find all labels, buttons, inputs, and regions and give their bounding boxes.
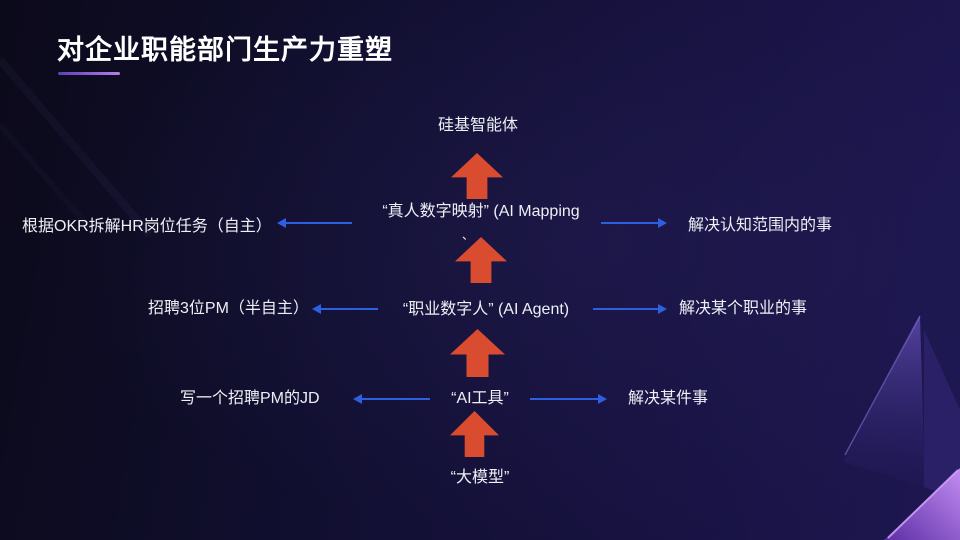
left-arrow-icon bbox=[353, 394, 430, 404]
arrowhead bbox=[312, 304, 321, 314]
arrow-line bbox=[360, 398, 430, 400]
row-1-right-label: 解决认知范围内的事 bbox=[688, 217, 833, 234]
row-1-left-label: 根据OKR拆解HR岗位任务（自主） bbox=[22, 218, 272, 235]
up-arrow-icon bbox=[450, 329, 505, 377]
arrowhead bbox=[598, 394, 607, 404]
arrowhead bbox=[658, 218, 667, 228]
row-2-left-label: 招聘3位PM（半自主） bbox=[148, 300, 309, 317]
up-arrow-icon bbox=[455, 237, 507, 283]
row-2-center-label: “职业数字人” (AI Agent) bbox=[402, 301, 570, 318]
row-3-center-label: “AI工具” bbox=[451, 390, 509, 407]
arrow-line bbox=[593, 308, 660, 310]
row-3-right-label: 解决某件事 bbox=[628, 390, 709, 407]
arrow-line bbox=[601, 222, 660, 224]
diagram-top-label: 硅基智能体 bbox=[437, 117, 519, 134]
arrowhead bbox=[658, 304, 667, 314]
stray-mark: 、 bbox=[462, 228, 475, 242]
decor-fold bbox=[924, 330, 960, 500]
up-arrow-icon bbox=[450, 411, 499, 457]
left-arrow-icon bbox=[277, 218, 352, 228]
decor-triangle-pink-edge bbox=[887, 469, 959, 539]
page-title: 对企业职能部门生产力重塑 bbox=[57, 35, 393, 65]
decor-triangle-edge bbox=[844, 315, 921, 456]
diagram-bottom-label: “大模型” bbox=[450, 469, 510, 486]
row-1-center-label: “真人数字映射” (AI Mapping bbox=[382, 203, 580, 220]
arrowhead bbox=[277, 218, 286, 228]
decor-streak bbox=[0, 57, 154, 238]
row-3-left-label: 写一个招聘PM的JD bbox=[180, 390, 320, 407]
arrow-line bbox=[319, 308, 378, 310]
arrowhead bbox=[353, 394, 362, 404]
right-arrow-icon bbox=[530, 394, 607, 404]
arrow-line bbox=[284, 222, 352, 224]
row-2-right-label: 解决某个职业的事 bbox=[679, 300, 808, 317]
right-arrow-icon bbox=[601, 218, 667, 228]
decor-streak bbox=[0, 123, 93, 230]
decor-triangle-blue bbox=[843, 316, 925, 487]
title-underline bbox=[58, 72, 120, 75]
right-arrow-icon bbox=[593, 304, 667, 314]
left-arrow-icon bbox=[312, 304, 378, 314]
arrow-line bbox=[530, 398, 600, 400]
decor-triangle-pink bbox=[884, 468, 960, 540]
up-arrow-icon bbox=[451, 153, 503, 199]
